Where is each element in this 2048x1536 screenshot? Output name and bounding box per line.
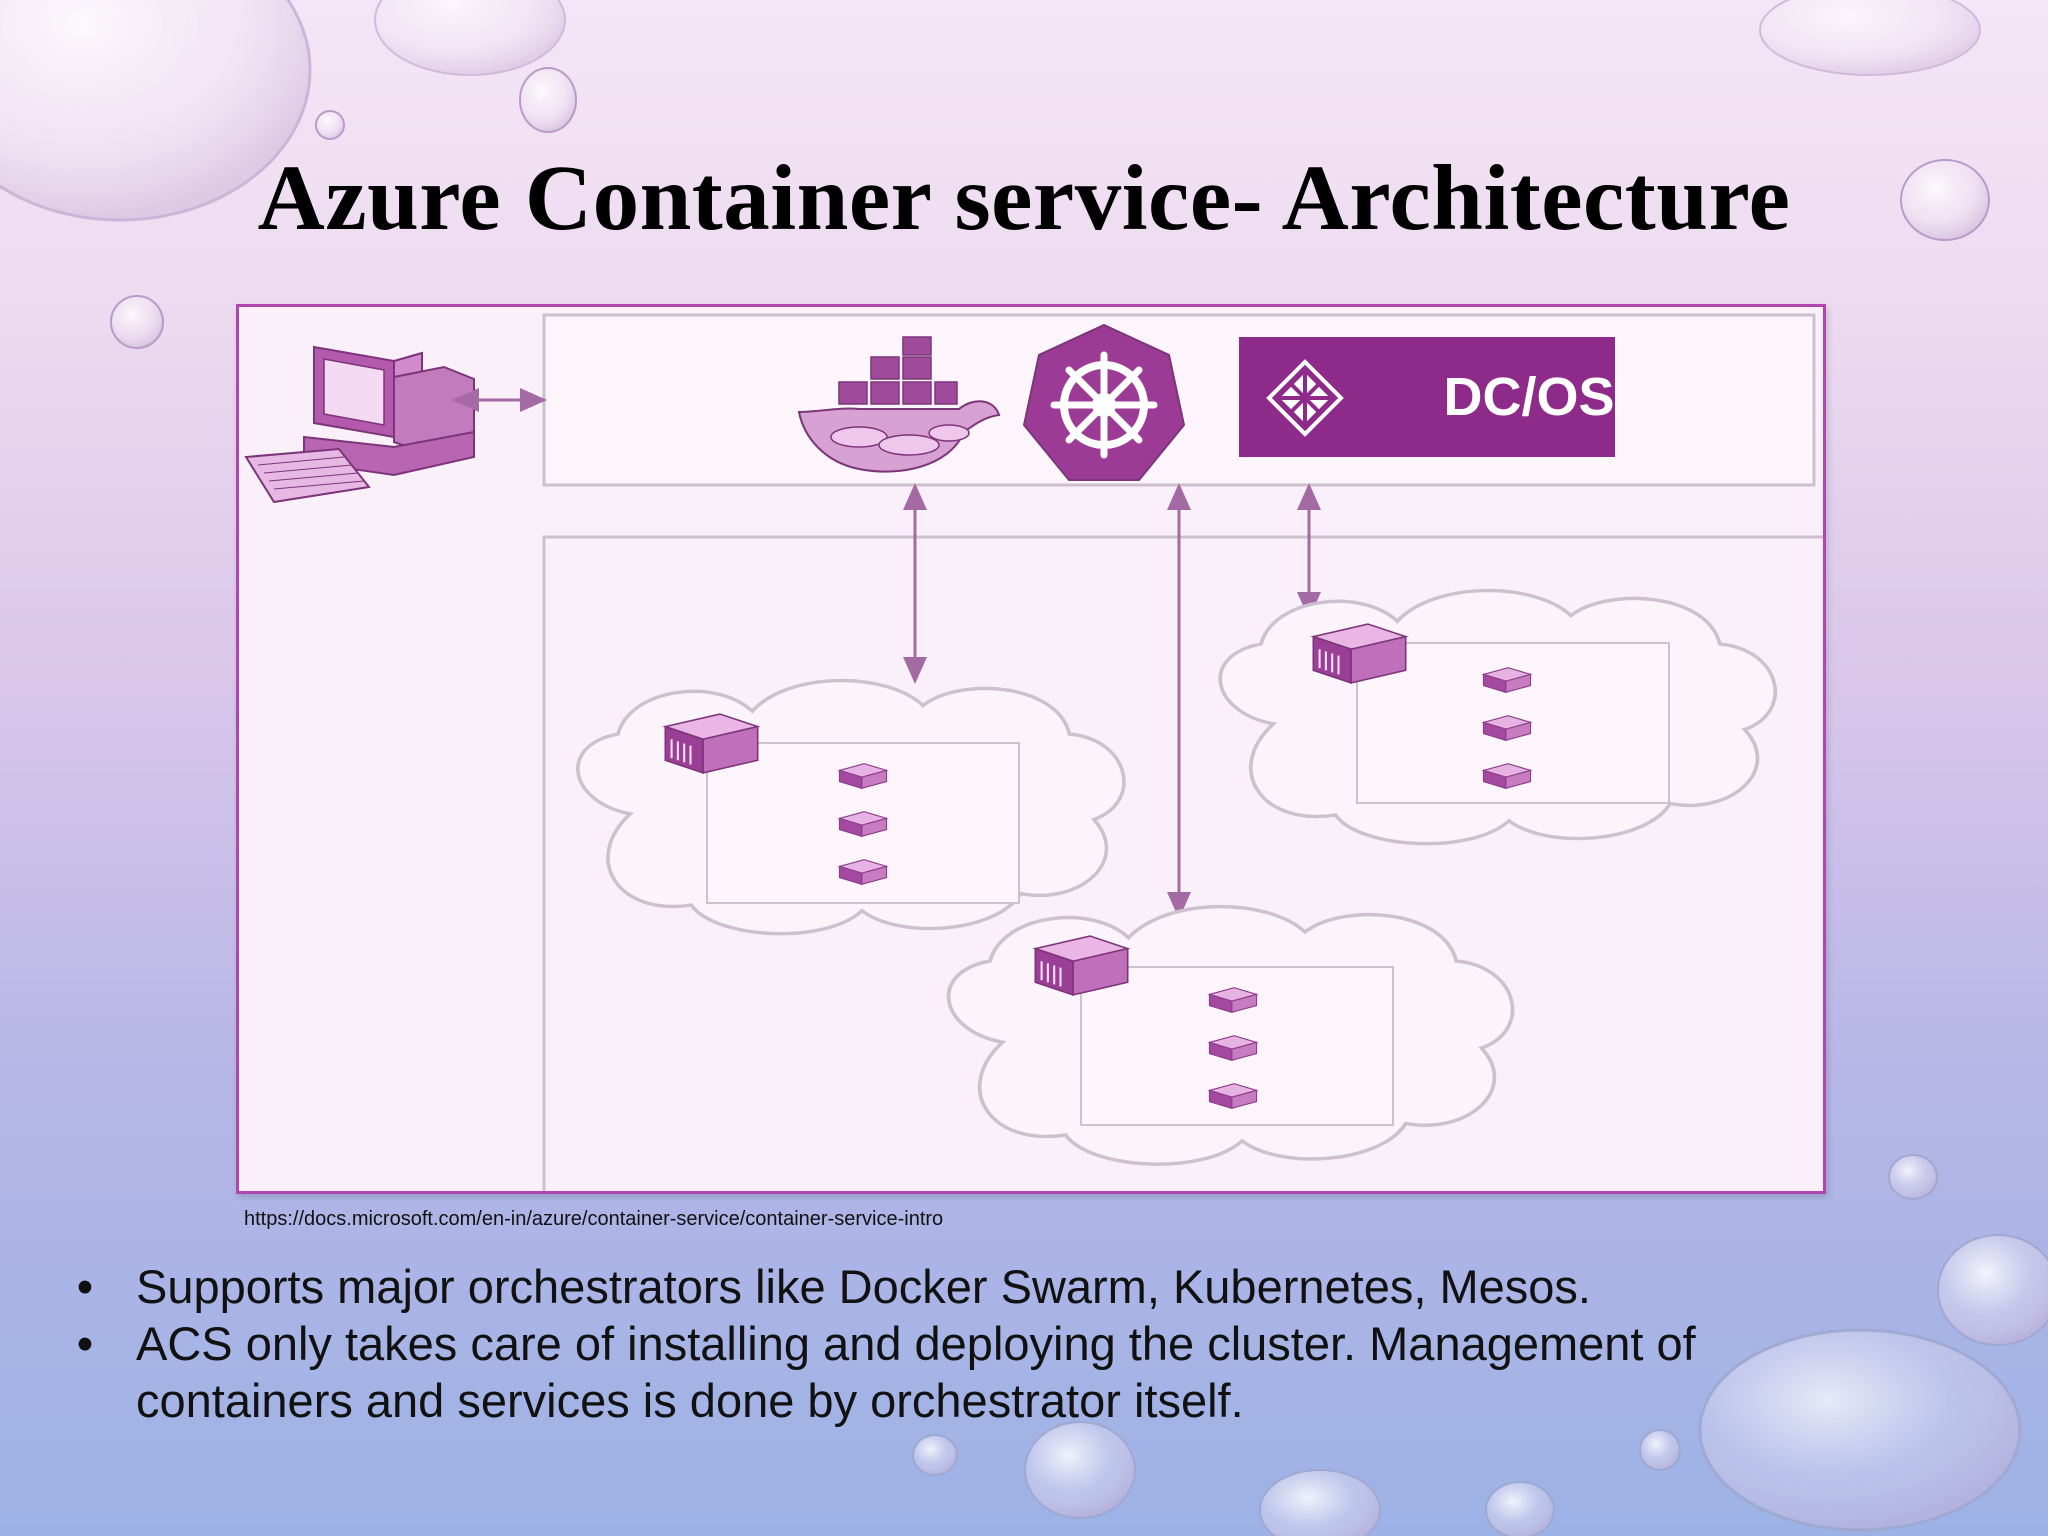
bullet-list: • Supports major orchestrators like Dock… (70, 1258, 1970, 1429)
master-server-icon (1312, 622, 1407, 684)
bullet-dot: • (76, 1317, 94, 1370)
docker-logo-icon (797, 336, 1001, 473)
architecture-diagram: DC/OS (236, 304, 1826, 1194)
slide-title: Azure Container service- Architecture (257, 147, 1791, 250)
source-url: https://docs.microsoft.com/en-in/azure/c… (244, 1208, 944, 1230)
dcos-label: DC/OS (1443, 367, 1614, 427)
bullet-item: • Supports major orchestrators like Dock… (70, 1258, 1970, 1315)
client-computer-icon (244, 345, 475, 504)
bullet-text: Supports major orchestrators like Docker… (136, 1260, 1591, 1313)
bullet-item: • ACS only takes care of installing and … (70, 1315, 1916, 1429)
bullet-dot: • (76, 1260, 94, 1313)
master-server-icon (664, 712, 759, 774)
agent-pool-frame (542, 535, 1823, 1191)
dcos-logo-icon: DC/OS (1239, 337, 1615, 457)
kubernetes-logo-icon (1022, 323, 1186, 481)
master-server-icon (1034, 934, 1129, 996)
bullet-text: ACS only takes care of installing and de… (136, 1317, 1696, 1427)
